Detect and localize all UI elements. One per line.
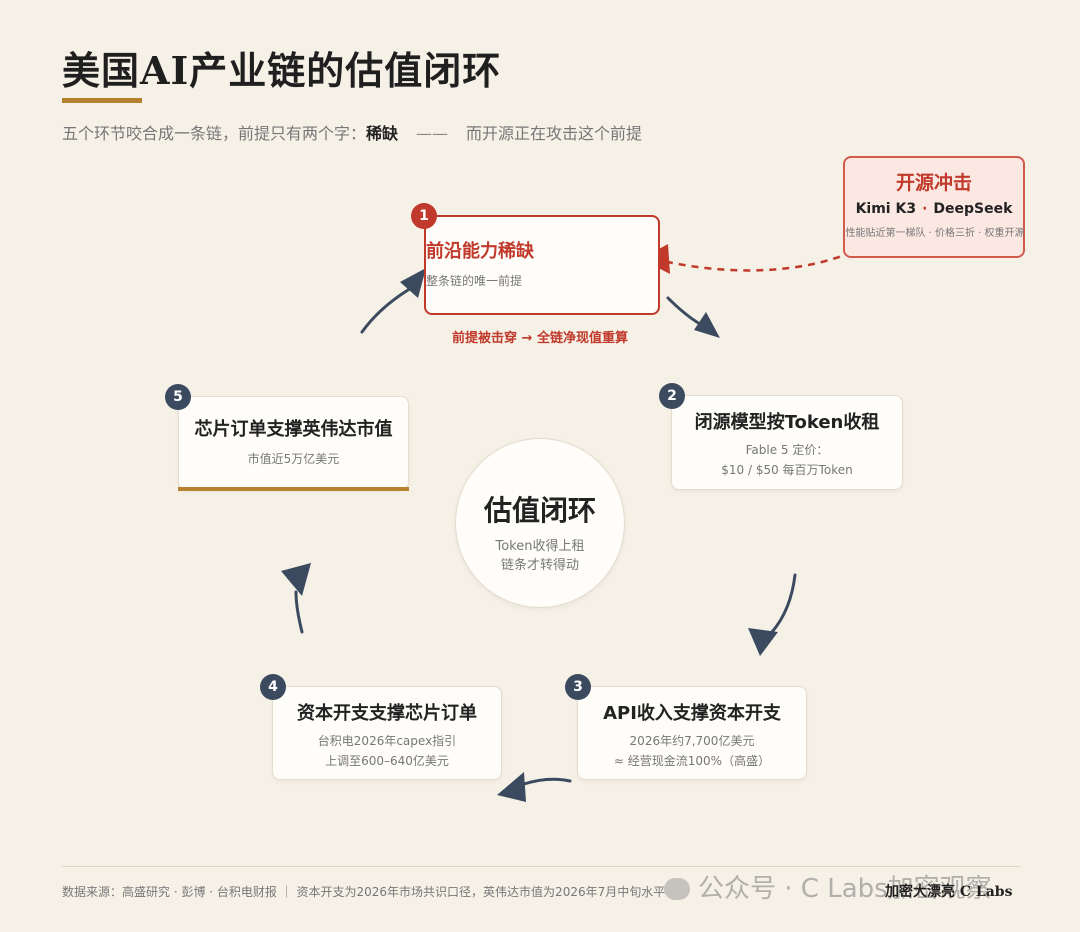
node-4-title: 资本开支支撑芯片订单	[297, 703, 477, 724]
node-2-line-2: $10 / $50 每百万Token	[721, 463, 853, 477]
center-title: 估值闭环	[483, 494, 596, 527]
open-source-callout: 开源冲击 Kimi K3 · DeepSeek 性能贴近第一梯队 · 价格三折 · …	[843, 156, 1025, 258]
arrow-3-to-4	[497, 772, 572, 802]
node-4-badge: 4	[260, 674, 286, 700]
node-5-line-1: 市值近5万亿美元	[247, 452, 340, 466]
callout-model-b: DeepSeek	[933, 201, 1013, 217]
node-4-line-2: 上调至600–640亿美元	[325, 754, 449, 768]
node-2-badge: 2	[659, 383, 685, 409]
node-api-revenue: API收入支撑资本开支 2026年约7,700亿美元 ≈ 经营现金流100%（高…	[577, 686, 807, 780]
arrow-5-to-1	[360, 268, 426, 334]
footer-source: 数据来源：高盛研究 · 彭博 · 台积电财报 ｜ 资本开支为2026年市场共识口…	[62, 885, 666, 899]
node-frontier-scarcity: 前沿能力稀缺 整条链的唯一前提	[424, 215, 660, 315]
footer-divider	[62, 866, 1020, 867]
page-title: 美国AI产业链的估值闭环	[62, 48, 502, 93]
node-4-line-1: 台积电2026年capex指引	[317, 734, 457, 748]
node-5-title: 芯片订单支撑英伟达市值	[194, 419, 393, 440]
node-3-line-2: ≈ 经营现金流100%（高盛）	[613, 754, 771, 768]
callout-model-a: Kimi K3	[855, 201, 917, 217]
node-3-title: API收入支撑资本开支	[603, 703, 781, 724]
node-2-title: 闭源模型按Token收租	[694, 412, 880, 433]
node-5-badge: 5	[165, 384, 191, 410]
node-token-rent: 闭源模型按Token收租 Fable 5 定价： $10 / $50 每百万To…	[671, 395, 903, 490]
title-underline	[62, 98, 142, 103]
node-capex: 资本开支支撑芯片订单 台积电2026年capex指引 上调至600–640亿美元	[272, 686, 502, 780]
node-1-badge: 1	[411, 203, 437, 229]
subtitle-dash: ——	[416, 124, 449, 143]
center-valuation-loop: 估值闭环 Token收得上租 链条才转得动	[455, 438, 625, 608]
callout-separator: ·	[922, 201, 928, 217]
callout-title: 开源冲击	[895, 172, 972, 194]
subtitle-suffix: 而开源正在攻击这个前提	[466, 124, 643, 143]
attack-arrow	[641, 244, 853, 274]
node-1-title: 前沿能力稀缺	[426, 241, 534, 262]
subtitle-emphasis: 稀缺	[366, 124, 399, 143]
premise-broken-warning: 前提被击穿 → 全链净现值重算	[452, 331, 628, 346]
subtitle-prefix: 五个环节咬合成一条链，前提只有两个字：	[62, 124, 367, 143]
footer-brand: 加密大漂亮 C Labs	[885, 884, 1013, 900]
node-5-underline	[178, 487, 409, 491]
callout-models: Kimi K3 · DeepSeek	[845, 201, 1023, 217]
arrow-1-to-2	[666, 296, 720, 338]
node-3-badge: 3	[565, 674, 591, 700]
node-chip-orders: 芯片订单支撑英伟达市值 市值近5万亿美元	[178, 396, 409, 490]
callout-note: 性能贴近第一梯队 · 价格三折 · 权重开源	[845, 228, 1025, 239]
node-1-line-1: 整条链的唯一前提	[426, 274, 523, 288]
arrow-2-to-3	[748, 573, 797, 656]
center-line-1: Token收得上租	[495, 539, 585, 554]
node-3-line-1: 2026年约7,700亿美元	[629, 734, 755, 748]
subtitle: 五个环节咬合成一条链，前提只有两个字：稀缺 —— 而开源正在攻击这个前提	[62, 120, 642, 144]
center-line-2: 链条才转得动	[500, 558, 579, 573]
node-2-line-1: Fable 5 定价：	[745, 443, 829, 457]
arrow-4-to-5	[281, 563, 311, 634]
